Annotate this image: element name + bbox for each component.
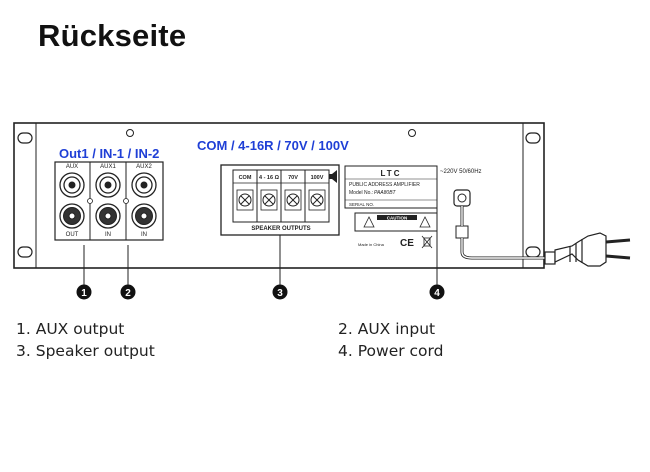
terminal-label-70v: 70V (288, 175, 298, 181)
info-plate (344, 165, 438, 232)
legend-item-4: 4. Power cord (338, 342, 443, 360)
terminal-label-com: COM (239, 175, 252, 181)
rca-label-in1: IN (105, 232, 111, 238)
serial-label: SERIAL NO. (349, 202, 374, 207)
terminal-screw-4-16[interactable] (260, 189, 278, 211)
rca-jack-out[interactable] (59, 203, 85, 229)
legend-text: AUX input (357, 320, 436, 338)
rca-jack-in2[interactable] (131, 203, 157, 229)
caution-label: CAUTION (387, 216, 408, 221)
terminal-screw-100v[interactable] (308, 189, 326, 211)
callout-2-label: 2 (125, 288, 131, 299)
legend-number: 1. (16, 320, 31, 338)
speaker-taps-label: COM / 4-16R / 70V / 100V (197, 138, 349, 153)
power-plug-icon (554, 232, 631, 267)
legend-number: 2. (338, 320, 353, 338)
brand-logo: LTC (381, 169, 402, 178)
model-label: Model No.: (349, 190, 373, 196)
legend-text: Speaker output (35, 342, 155, 360)
made-in-label: Made in China (358, 242, 385, 247)
rca-labels: AUX AUX1 AUX2 OUT IN IN (66, 164, 153, 238)
terminal-label-100v: 100V (311, 175, 324, 181)
terminal-labels: COM 4 - 16 Ω 70V 100V SPEAKER OUTPUTS (239, 175, 324, 232)
callout-1-label: 1 (81, 288, 87, 299)
rca-label-out: OUT (66, 232, 79, 238)
terminal-screw-70v[interactable] (284, 189, 302, 211)
callout-3-marker (272, 284, 288, 300)
ce-mark: CE (400, 238, 414, 249)
rca-jack-aux[interactable] (59, 172, 85, 198)
speaker-outputs-label: SPEAKER OUTPUTS (251, 226, 310, 232)
legend-text: Power cord (357, 342, 444, 360)
power-cord (453, 189, 556, 265)
info-plate-text: LTC PUBLIC ADDRESS AMPLIFIER Model No.: … (349, 169, 482, 249)
terminal-label-4-16: 4 - 16 Ω (259, 175, 280, 181)
legend-number: 4. (338, 342, 353, 360)
rca-jack-aux1[interactable] (95, 172, 121, 198)
callouts: 1 2 3 4 (76, 205, 445, 300)
amp-name: PUBLIC ADDRESS AMPLIFIER (349, 182, 420, 188)
speaker-terminal-block (220, 164, 340, 236)
model-value: PAA80BT (374, 190, 397, 196)
weee-icon (421, 235, 433, 249)
rca-label-aux2: AUX2 (136, 164, 152, 170)
legend-item-1: 1. AUX output (16, 320, 124, 338)
power-rating-label: ~220V 50/60Hz (440, 169, 482, 175)
legend-item-3: 3. Speaker output (16, 342, 155, 360)
speaker-icon (329, 170, 337, 183)
callout-4-marker (429, 284, 445, 300)
rca-jack-aux2[interactable] (131, 172, 157, 198)
page-title: Rückseite (38, 18, 187, 53)
callout-3-label: 3 (277, 288, 283, 299)
terminal-screw-com[interactable] (236, 189, 254, 211)
rca-jack-in1[interactable] (95, 203, 121, 229)
legend-item-2: 2. AUX input (338, 320, 435, 338)
input-output-label: Out1 / IN-1 / IN-2 (59, 146, 159, 161)
callout-4-label: 4 (434, 288, 440, 299)
legend-number: 3. (16, 342, 31, 360)
rca-label-aux1: AUX1 (100, 164, 116, 170)
rear-panel-diagram: AUX AUX1 AUX2 OUT IN IN Out1 / IN-1 / IN… (13, 122, 631, 300)
rca-label-in2: IN (141, 232, 147, 238)
callout-1-marker (76, 284, 92, 300)
legend-text: AUX output (35, 320, 125, 338)
callout-2-marker (120, 284, 136, 300)
rca-label-aux: AUX (66, 164, 78, 170)
rca-jack-block (54, 161, 164, 241)
